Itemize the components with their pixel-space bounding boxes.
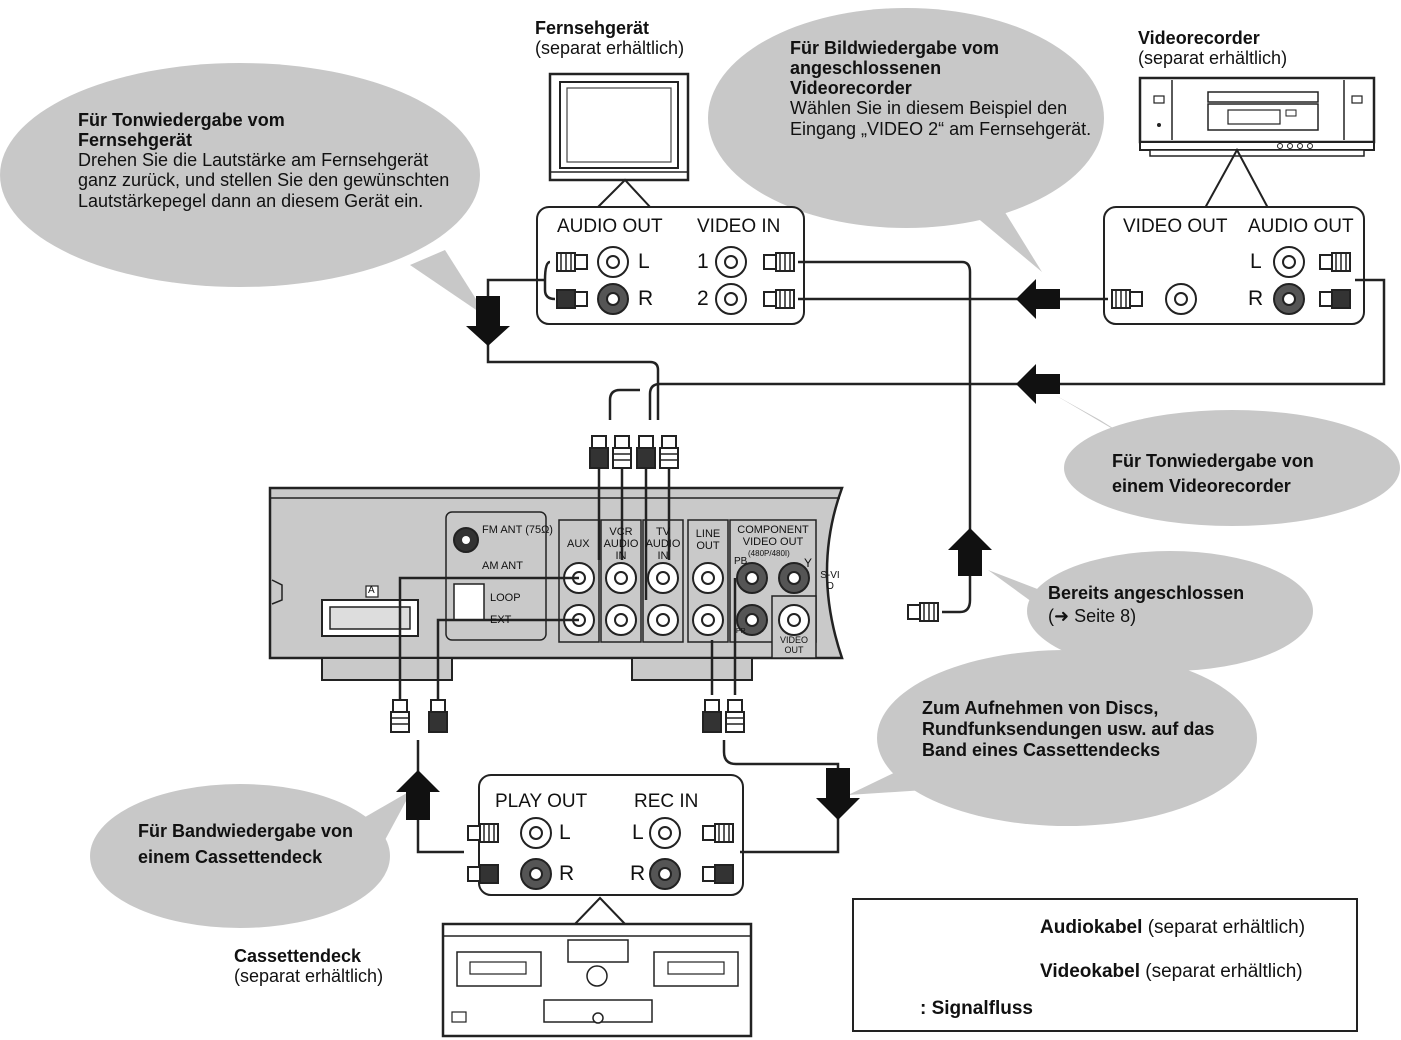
tv-in2-label: 2 <box>697 287 709 310</box>
deck-name: Cassettendeck <box>234 946 362 966</box>
legend <box>852 898 1358 1032</box>
bubble-tv-audio-title: Für Tonwiedergabe vom Fernsehgerät <box>78 110 285 151</box>
vcr-audio-in-r-jack[interactable] <box>605 604 637 636</box>
pb-label: PB <box>734 556 748 567</box>
bubble-tv-audio-text: Für Tonwiedergabe vom Fernsehgerät Drehe… <box>78 110 468 211</box>
bubble-connected <box>988 551 1313 671</box>
svideo-label: S-VI O <box>820 570 840 592</box>
legend-video-note: (separat erhältlich) <box>1145 961 1303 982</box>
cassette-deck-illustration <box>441 896 753 1038</box>
vcr-name: Videorecorder <box>1138 28 1260 48</box>
deck-play-out-label: PLAY OUT <box>495 791 588 812</box>
legend-video-bold: Videokabel <box>1040 961 1140 982</box>
component-label: COMPONENT VIDEO OUT <box>737 524 809 549</box>
vcr-note: (separat erhältlich) <box>1138 48 1288 69</box>
ext-label: EXT <box>490 614 512 626</box>
deck-play-out-l-jack[interactable] <box>520 817 552 849</box>
tv-audio-in-l-jack[interactable] <box>647 562 679 594</box>
unit-video-out-label: VIDEO OUT <box>779 635 808 655</box>
pr-label: PR <box>736 628 746 635</box>
tv-name: Fernsehgerät <box>535 18 650 38</box>
vcr-video-out-jack[interactable] <box>1165 283 1197 315</box>
component-sub-label: (480P/480I) <box>748 549 790 558</box>
vcr-audio-in-label: VCR AUDIO IN <box>603 526 639 563</box>
vcr-audio-out-r-jack[interactable] <box>1273 283 1305 315</box>
bubble-recording <box>848 650 1257 826</box>
deck-note: (separat erhältlich) <box>234 966 384 987</box>
unit-video-out-jack[interactable] <box>778 604 810 636</box>
bubble-recording-title: Zum Aufnehmen von Discs, Rundfunksendung… <box>922 698 1215 760</box>
bubble-tv-audio-body: Drehen Sie die Lautstärke am Fernsehgerä… <box>78 150 450 211</box>
tv-illustration <box>548 72 690 209</box>
vcr-video-out-label: VIDEO OUT <box>1123 216 1228 237</box>
deck-play-l-label: L <box>559 821 571 844</box>
bubble-connected-body: (➜ Seite 8) <box>1048 605 1137 626</box>
deck-play-out-r-jack[interactable] <box>520 858 552 890</box>
line-out-r-jack[interactable] <box>692 604 724 636</box>
legend-audio-note: (separat erhältlich) <box>1147 917 1306 938</box>
unit-marker-label: A <box>368 585 375 596</box>
vcr-audio-out-label: AUDIO OUT <box>1248 216 1354 237</box>
tv-audio-in-r-jack[interactable] <box>647 604 679 636</box>
legend-video: Videokabel (separat erhältlich) <box>1040 961 1303 983</box>
bubble-vcr-picture <box>708 8 1104 272</box>
tv-audio-out-r-jack[interactable] <box>597 283 629 315</box>
deck-play-r-label: R <box>559 862 575 885</box>
deck-rec-l-label: L <box>632 821 644 844</box>
tv-video-in-2-jack[interactable] <box>715 283 747 315</box>
loop-label: LOOP <box>490 592 521 604</box>
tv-audio-in-label: TV AUDIO IN <box>645 526 681 563</box>
bubble-tv-audio <box>0 63 488 318</box>
y-label: Y <box>804 556 813 570</box>
component-pb-jack[interactable] <box>736 562 768 594</box>
vcr-audio-in-l-jack[interactable] <box>605 562 637 594</box>
cables <box>398 260 1386 854</box>
tv-in1-label: 1 <box>697 250 709 273</box>
deck-rec-in-l-jack[interactable] <box>649 817 681 849</box>
tv-video-in-label: VIDEO IN <box>697 216 781 237</box>
tv-video-in-1-jack[interactable] <box>715 246 747 278</box>
legend-audio: Audiokabel (separat erhältlich) <box>1040 917 1305 939</box>
tv-label: Fernsehgerät (separat erhältlich) <box>535 18 684 58</box>
signal-arrows <box>396 279 1060 820</box>
deck-rec-in-label: REC IN <box>634 791 699 812</box>
bubble-vcr-picture-text: Für Bildwiedergabe vom angeschlossenen V… <box>790 38 1095 139</box>
deck-rec-r-label: R <box>630 862 646 885</box>
deck-label: Cassettendeck (separat erhältlich) <box>234 946 383 986</box>
tv-audio-out-label: AUDIO OUT <box>557 216 663 237</box>
aux-label: AUX <box>567 538 590 550</box>
bubble-vcr-audio-title: Für Tonwiedergabe von einem Videorecorde… <box>1112 451 1314 497</box>
vcr-audio-out-l-jack[interactable] <box>1273 246 1305 278</box>
tv-r-label: R <box>638 287 654 310</box>
fm-ant-label: FM ANT (75Ω) <box>482 524 553 536</box>
line-out-l-jack[interactable] <box>692 562 724 594</box>
deck-rec-in-r-jack[interactable] <box>649 858 681 890</box>
bubble-vcr-picture-body: Wählen Sie in diesem Beispiel den Eingan… <box>790 98 1092 139</box>
bubble-tape-play <box>90 784 412 928</box>
vcr-l-label: L <box>1250 250 1262 273</box>
vcr-r-label: R <box>1248 287 1264 310</box>
bubble-connected-text: Bereits angeschlossen (➜ Seite 8) <box>1048 582 1308 627</box>
am-ant-label: AM ANT <box>482 560 523 572</box>
bubble-connected-title: Bereits angeschlossen <box>1048 583 1245 603</box>
bubble-vcr-picture-title: Für Bildwiedergabe vom angeschlossenen V… <box>790 38 1000 99</box>
bubble-tape-play-title: Für Bandwiedergabe von einem Cassettende… <box>138 821 354 868</box>
vcr-illustration <box>1138 76 1376 209</box>
bubble-vcr-audio <box>1055 395 1400 526</box>
legend-audio-bold: Audiokabel <box>1040 917 1143 938</box>
vcr-label: Videorecorder (separat erhältlich) <box>1138 28 1287 68</box>
tv-audio-out-l-jack[interactable] <box>597 246 629 278</box>
tv-l-label: L <box>638 250 650 273</box>
line-out-label: LINE OUT <box>695 528 721 553</box>
legend-signal: : Signalfluss <box>920 998 1033 1019</box>
tv-note: (separat erhältlich) <box>535 38 685 59</box>
